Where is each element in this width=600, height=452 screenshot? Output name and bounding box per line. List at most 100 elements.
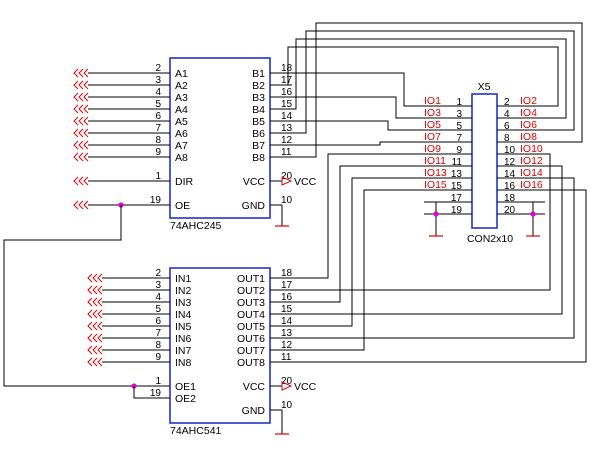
u2-bus-IN5-chevron-a — [87, 321, 93, 331]
net-oe-route — [3, 205, 134, 387]
u2-bus-IN2-chevron-c — [97, 285, 103, 295]
x5-pin-20-number: 20 — [504, 205, 516, 216]
u2-bus-IN8-chevron-c — [97, 357, 103, 367]
x5-pin-17-number: 17 — [451, 193, 463, 204]
u1-pin-dir-number: 1 — [155, 171, 161, 182]
u1-pin-A4-number: 5 — [155, 99, 161, 110]
u1-pin-A7-number: 8 — [155, 135, 161, 146]
u1-body — [169, 57, 271, 219]
u1-pin-B2-name: B2 — [252, 80, 265, 92]
x5-gnd-left-junction — [433, 211, 439, 217]
u1-bus-A4-chevron-c — [83, 104, 89, 114]
u1-pin-A7-name: A7 — [175, 140, 188, 152]
u1-bus-A5-chevron-c — [83, 116, 89, 126]
u1-pin-oe-number: 19 — [150, 195, 162, 206]
u1-bus-A2-chevron-b — [78, 80, 84, 90]
u1-pin-gnd-number: 10 — [281, 195, 293, 206]
u2-pin-IN7-number: 8 — [155, 340, 161, 351]
u2-bus-IN3-chevron-a — [87, 297, 93, 307]
x5-net-IO7-label: IO7 — [424, 131, 441, 143]
x5-pin-6-number: 6 — [504, 121, 510, 132]
x5-pin-10-number: 10 — [504, 145, 516, 156]
u2-pin-OUT6-number: 13 — [281, 328, 293, 339]
net-io14-route — [292, 177, 575, 339]
u2-bus-IN3-chevron-c — [97, 297, 103, 307]
u1-pin-A5-number: 6 — [155, 111, 161, 122]
u1-bus-A1-chevron-a — [73, 68, 79, 78]
u2-pin-IN4-number: 5 — [155, 304, 161, 315]
u1-vcc-label: VCC — [294, 176, 317, 188]
u2-pin-IN3-name: IN3 — [175, 297, 192, 309]
u1-pin-A8-number: 9 — [155, 147, 161, 158]
x5-pin-11-number: 11 — [452, 157, 463, 168]
u1-vcc-arrow-icon — [281, 176, 293, 186]
u2-pin-OUT5-number: 14 — [281, 316, 293, 327]
net-io8-route — [292, 22, 583, 158]
net-oe2-tie — [133, 386, 140, 399]
u1-bus-A7-chevron-c — [83, 140, 89, 150]
x5-net-IO11-label: IO11 — [424, 155, 446, 167]
u2-pin-IN8-name: IN8 — [175, 357, 192, 369]
net-io6-route — [292, 30, 575, 134]
u1-bus-A3-chevron-c — [83, 92, 89, 102]
u1-bus-oe-chevron-c — [83, 200, 89, 210]
u1-bus-A1-chevron-b — [78, 68, 84, 78]
x5-body — [471, 93, 498, 229]
x5-pin-19-number: 19 — [451, 205, 463, 216]
u1-pin-B6-number: 13 — [281, 123, 293, 134]
u2-pin-IN8-number: 9 — [155, 352, 161, 363]
u2-bus-IN6-chevron-c — [97, 333, 103, 343]
u1-pin-B7-number: 12 — [281, 135, 293, 146]
u1-pin-B4-name: B4 — [252, 104, 265, 116]
u2-pin-IN2-number: 3 — [155, 280, 161, 291]
u1-bus-A4-chevron-b — [78, 104, 84, 114]
u1-pin-A8-name: A8 — [175, 152, 188, 164]
u2-pin-IN1-number: 2 — [155, 268, 161, 279]
u2-bus-IN4-chevron-b — [92, 309, 98, 319]
u1-pin-A2-name: A2 — [175, 80, 188, 92]
u2-bus-IN1-chevron-a — [87, 273, 93, 283]
u1-pin-B4-number: 15 — [281, 99, 293, 110]
x5-reference: CON2x10 — [467, 233, 513, 245]
x5-pin-15-number: 15 — [451, 181, 463, 192]
u1-pin-B8-number: 11 — [281, 147, 292, 158]
u1-bus-A8-chevron-a — [73, 152, 79, 162]
net-io4-route — [292, 38, 567, 119]
u2-pin-OUT4-name: OUT4 — [237, 309, 265, 321]
net-io7-route — [292, 141, 424, 146]
u1-bus-oe-chevron-a — [73, 200, 79, 210]
x5-pin-5-number: 5 — [456, 121, 462, 132]
u2-pin-IN7-name: IN7 — [175, 345, 192, 357]
u2-pin-OUT8-number: 11 — [281, 352, 292, 363]
x5-pin-9-number: 9 — [456, 145, 462, 156]
u1-pin-A6-number: 7 — [155, 123, 161, 134]
x5-net-IO15-label: IO15 — [424, 179, 447, 191]
x5-pin-4-number: 4 — [504, 109, 510, 120]
u1-pin-B1-name: B1 — [252, 68, 265, 80]
u2-bus-IN3-chevron-b — [92, 297, 98, 307]
u1-pin-A3-name: A3 — [175, 92, 188, 104]
x5-pin-2-number: 2 — [504, 97, 510, 108]
x5-gnd-right-junction — [530, 211, 536, 217]
x5-pin-1-number: 1 — [456, 97, 462, 108]
x5-net-IO8-label: IO8 — [520, 131, 537, 143]
u2-pin-OUT2-name: OUT2 — [237, 285, 265, 297]
u2-pin-oe1-name: OE1 — [175, 381, 196, 393]
u2-vcc-label: VCC — [294, 381, 317, 393]
u1-pin-vcc-name: VCC — [243, 176, 266, 188]
x5-designator: X5 — [478, 81, 491, 93]
x5-net-IO4-label: IO4 — [520, 107, 537, 119]
x5-net-IO16-label: IO16 — [520, 179, 543, 191]
u1-pin-B5-name: B5 — [252, 116, 265, 128]
u1-bus-A5-chevron-b — [78, 116, 84, 126]
interconnect-wires — [3, 22, 587, 399]
u2-pin-vcc-number: 20 — [281, 376, 293, 387]
net-io13-route — [292, 177, 424, 327]
net-io10-route — [292, 153, 551, 291]
u1-bus-A5-chevron-a — [73, 116, 79, 126]
u1-pin-dir-name: DIR — [175, 176, 194, 188]
u1-bus-A8-chevron-b — [78, 152, 84, 162]
